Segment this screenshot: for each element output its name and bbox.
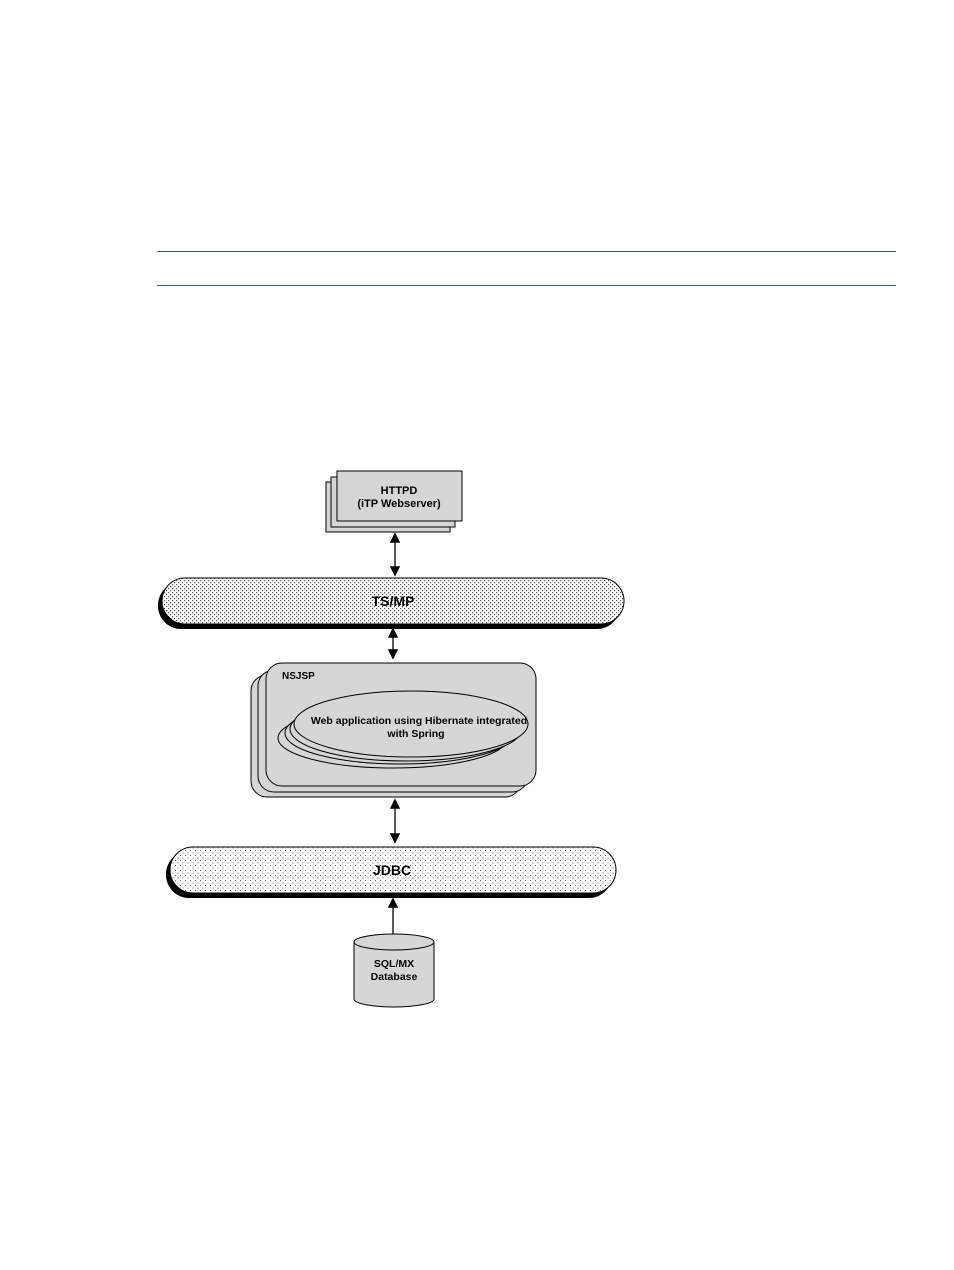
tsmp-label: TS/MP: [372, 593, 415, 609]
database-sublabel: Database: [371, 971, 418, 983]
database-label: SQL/MX: [374, 958, 414, 970]
jdbc-label: JDBC: [373, 862, 411, 878]
nsjsp-container: NSJSP Web application using Hibernate in…: [251, 663, 536, 797]
database-cylinder-icon: SQL/MX Database: [354, 934, 434, 1007]
httpd-sublabel: (iTP Webserver): [357, 498, 441, 510]
webapp-sublabel: with Spring: [386, 728, 444, 740]
tsmp-bar: TS/MP: [158, 578, 624, 629]
jdbc-bar: JDBC: [166, 847, 616, 898]
httpd-node: HTTPD (iTP Webserver): [326, 471, 462, 532]
webapp-label: Web application using Hibernate integrat…: [311, 715, 527, 727]
httpd-label: HTTPD: [381, 485, 418, 497]
nsjsp-label: NSJSP: [282, 671, 315, 682]
